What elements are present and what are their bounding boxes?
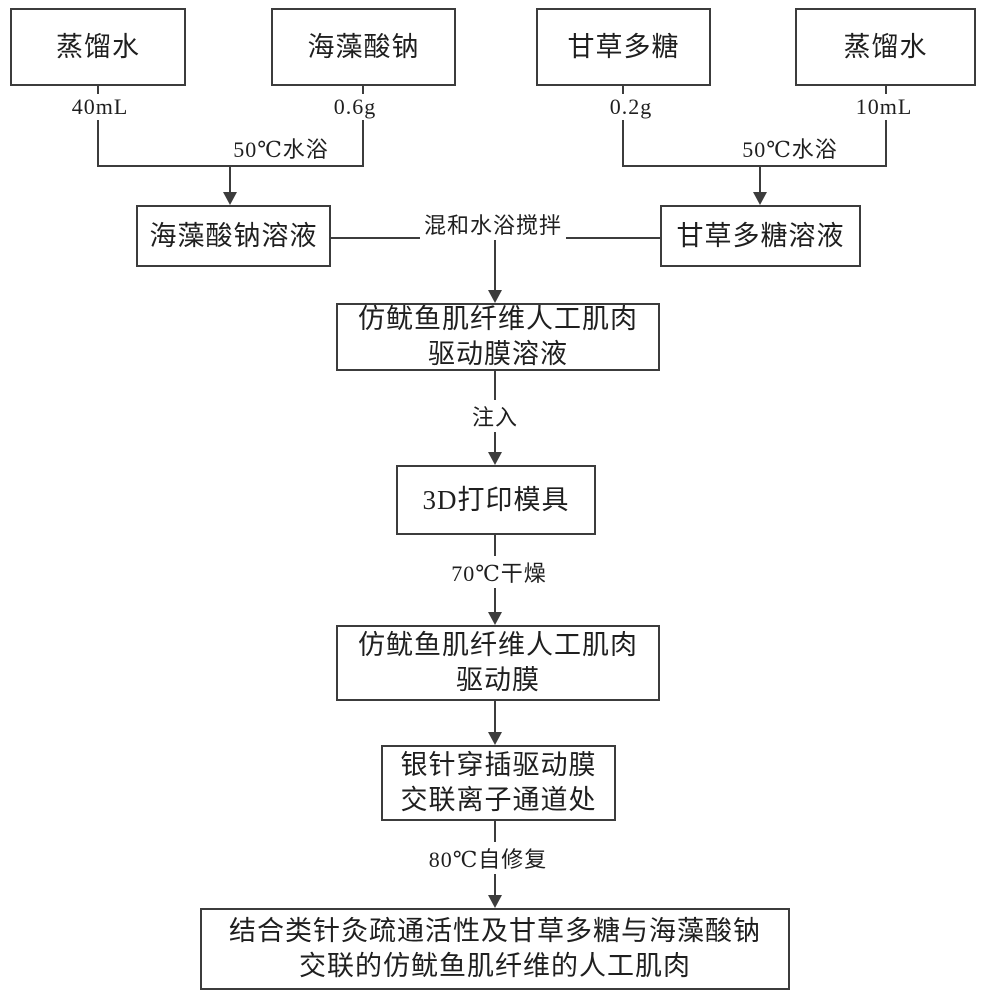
node-label: 海藻酸钠溶液 (149, 220, 318, 251)
box-final-artificial-muscle: 结合类针灸疏通活性及甘草多糖与海藻酸钠 交联的仿鱿鱼肌纤维的人工肌肉 (200, 908, 790, 990)
node-label: 交联的仿鱿鱼肌纤维的人工肌肉 (299, 951, 691, 981)
node-label: 3D打印模具 (422, 484, 570, 515)
node-label: 银针穿插驱动膜 (400, 750, 597, 781)
node-label: 驱动膜溶液 (428, 339, 568, 369)
box-licorice-polysaccharide: 甘草多糖 (536, 8, 711, 86)
box-silver-needle-insertion: 银针穿插驱动膜 交联离子通道处 (381, 745, 616, 821)
node-label: 海藻酸钠 (307, 31, 420, 62)
arrow-down-icon (488, 452, 502, 465)
edge-label-mix-stir: 混和水浴搅拌 (419, 208, 567, 240)
node-label: 甘草多糖溶液 (676, 220, 845, 251)
node-label: 仿鱿鱼肌纤维人工肌肉 (358, 630, 638, 661)
edge-label-amount-licorice: 0.2g (605, 94, 657, 120)
node-label: 仿鱿鱼肌纤维人工肌肉 (358, 304, 638, 335)
arrow-down-icon (488, 732, 502, 745)
arrow-down-icon (753, 192, 767, 205)
edge-label-bath-left: 50℃水浴 (229, 132, 333, 164)
arrow-down-icon (488, 612, 502, 625)
edge-label-amount-water-right: 10mL (851, 94, 917, 120)
box-artificial-muscle-film-solution: 仿鱿鱼肌纤维人工肌肉 驱动膜溶液 (336, 303, 660, 371)
edge-label-self-heal: 80℃自修复 (424, 842, 552, 874)
box-distilled-water-left: 蒸馏水 (10, 8, 186, 86)
edge-label-bath-right: 50℃水浴 (738, 132, 842, 164)
node-label: 结合类针灸疏通活性及甘草多糖与海藻酸钠 (229, 916, 761, 947)
node-label: 蒸馏水 (843, 31, 928, 62)
box-distilled-water-right: 蒸馏水 (795, 8, 976, 86)
box-3d-printed-mold: 3D打印模具 (396, 465, 596, 535)
box-sodium-alginate: 海藻酸钠 (271, 8, 456, 86)
arrow-down-icon (488, 895, 502, 908)
node-label: 蒸馏水 (56, 31, 140, 62)
edge-label-amount-alginate: 0.6g (329, 94, 381, 120)
node-label: 交联离子通道处 (400, 785, 597, 815)
arrow-down-icon (488, 290, 502, 303)
box-artificial-muscle-film: 仿鱿鱼肌纤维人工肌肉 驱动膜 (336, 625, 660, 701)
box-sodium-alginate-solution: 海藻酸钠溶液 (136, 205, 331, 267)
edge-label-inject: 注入 (467, 400, 523, 432)
box-licorice-polysaccharide-solution: 甘草多糖溶液 (660, 205, 861, 267)
edge-label-amount-water-left: 40mL (67, 94, 133, 120)
edge-label-dry: 70℃干燥 (447, 556, 551, 588)
node-label: 甘草多糖 (567, 31, 680, 62)
arrow-down-icon (223, 192, 237, 205)
node-label: 驱动膜 (456, 665, 540, 695)
